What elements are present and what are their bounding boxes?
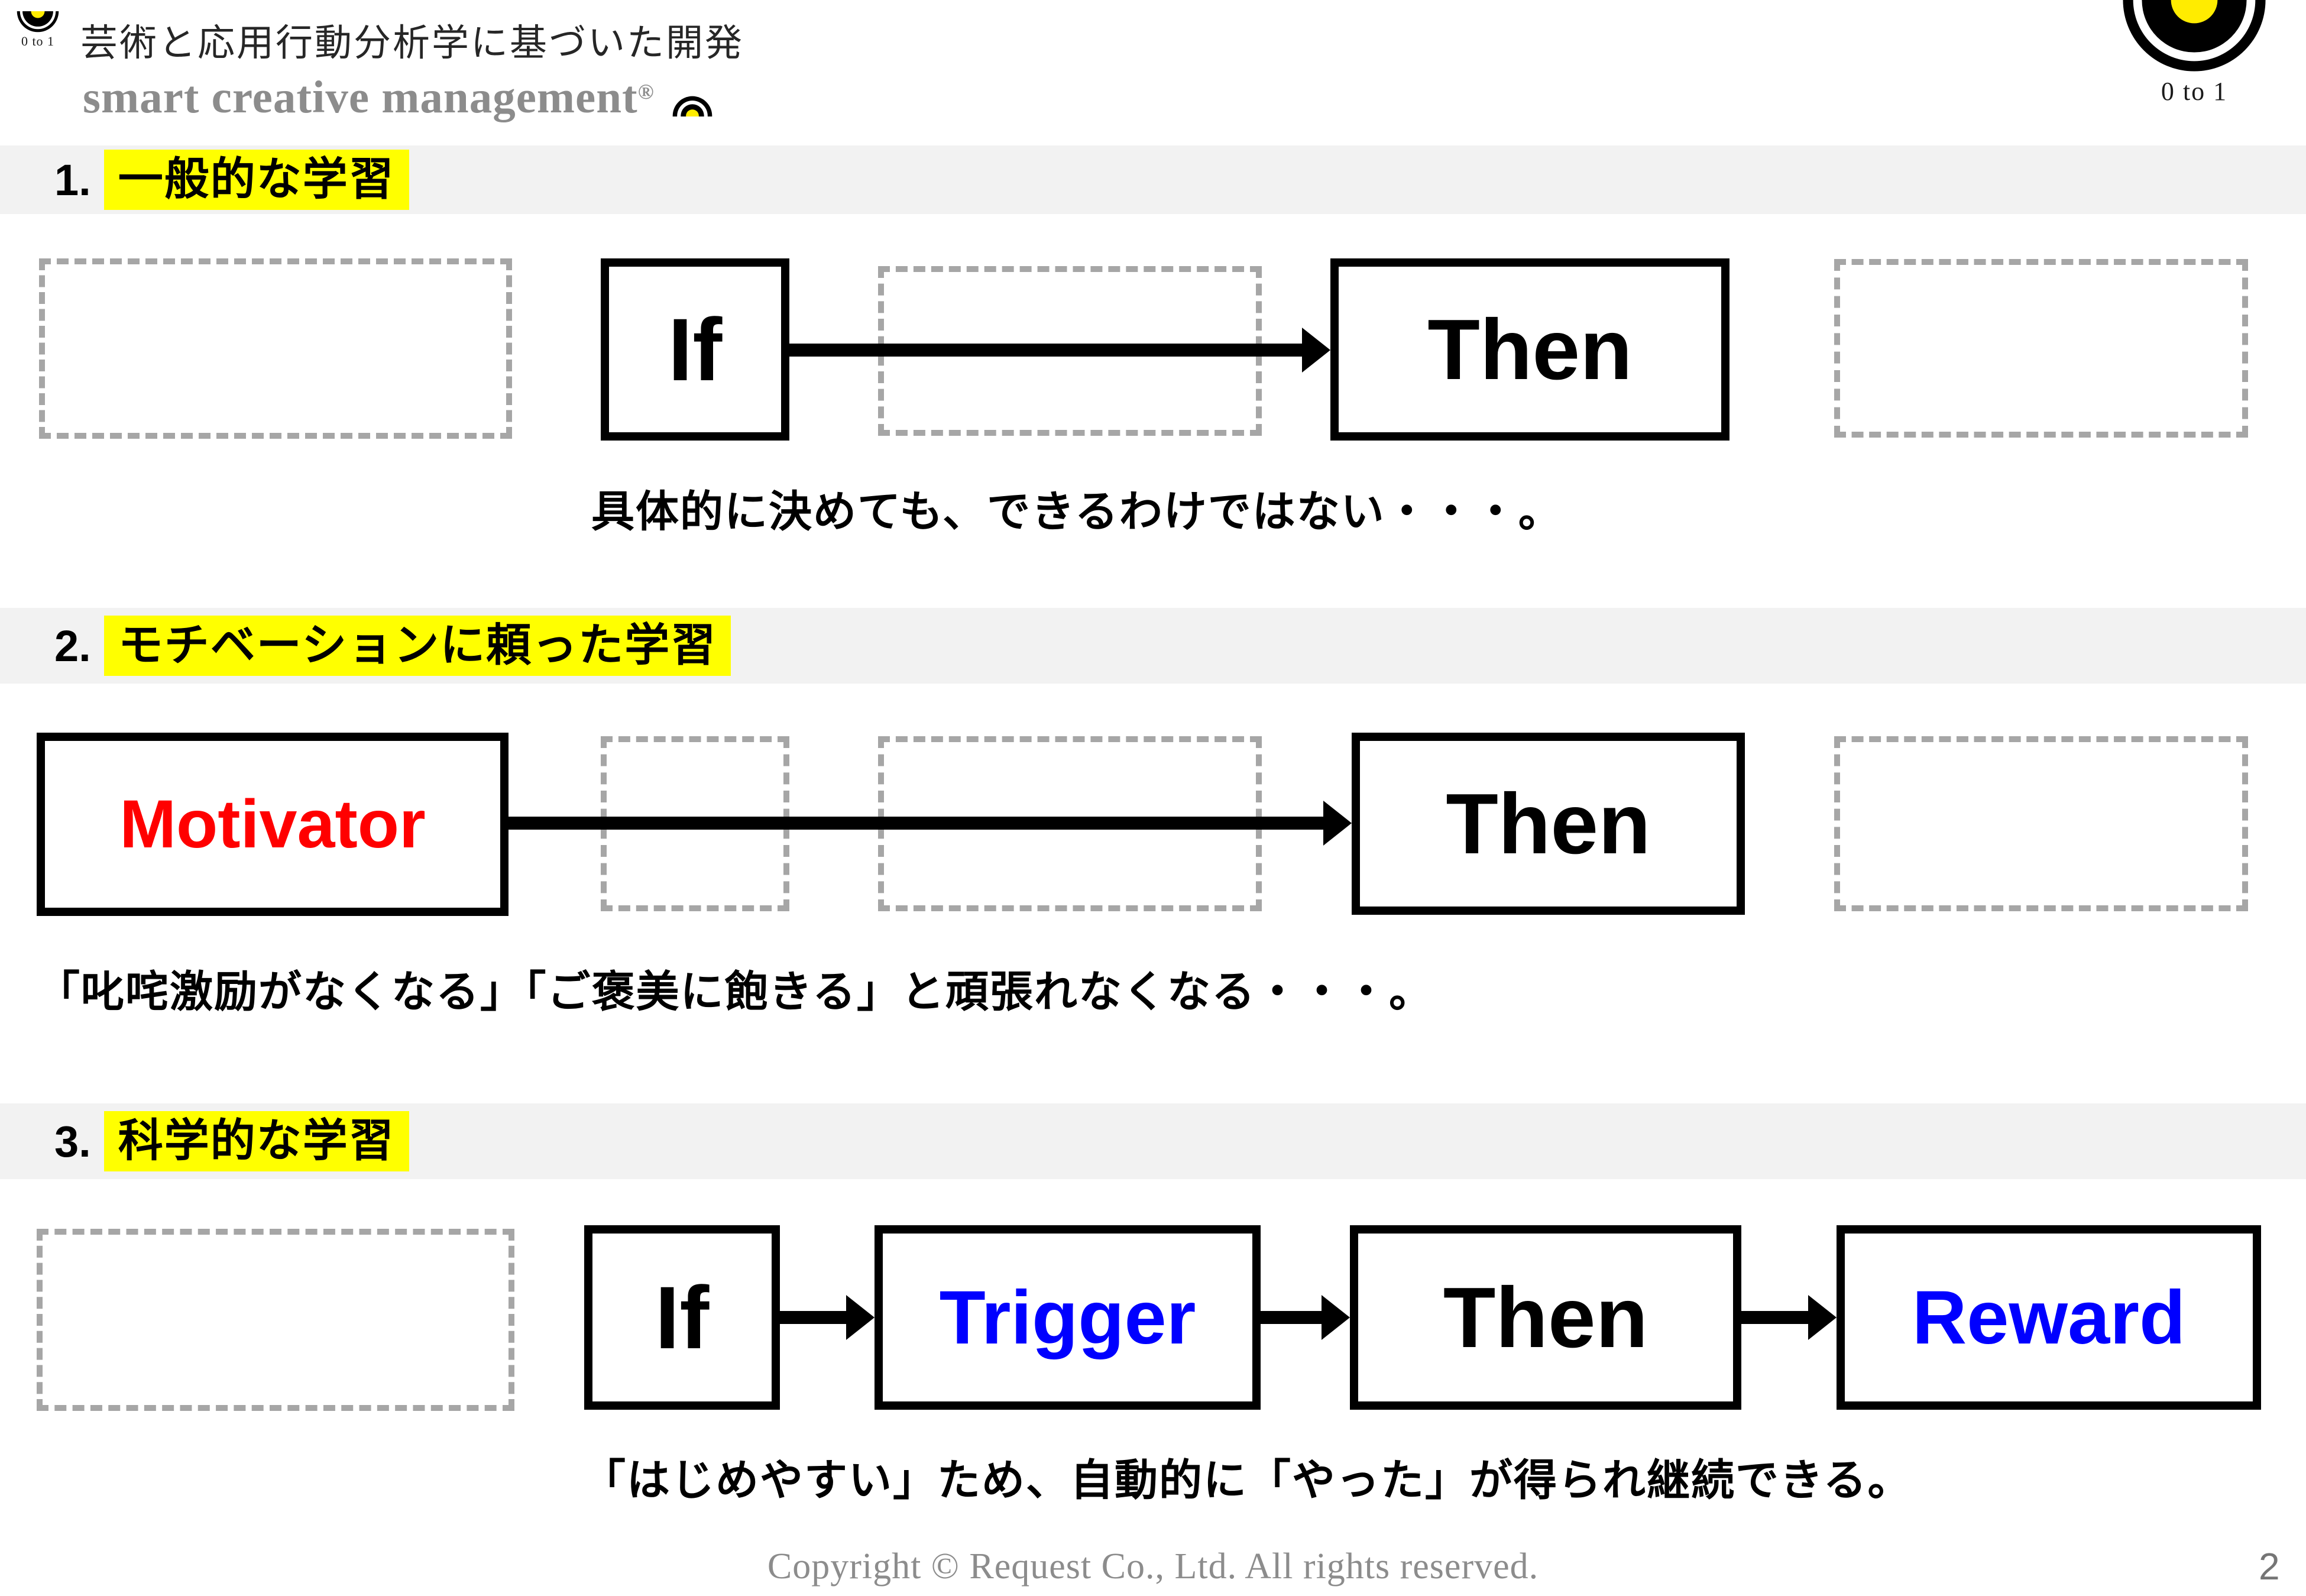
page-number: 2: [2259, 1545, 2280, 1588]
then-box-row1: Then: [1330, 258, 1730, 441]
header-tagline: 芸術と応用行動分析学に基づいた開発: [80, 22, 744, 64]
section-1-caption: 具体的に決めても、できるわけではない・・・。: [591, 488, 1563, 536]
then-box-row3: Then: [1350, 1225, 1741, 1410]
logo-0to1-left: 0 to 1: [17, 11, 59, 49]
bullseye-logo-icon-large: [2123, 0, 2266, 72]
then-label-row2: Then: [1446, 775, 1651, 872]
motivator-box: Motivator: [37, 733, 509, 916]
section-3-caption: 「はじめやすい」ため、自動的に「やった」が得られ継続できる。: [582, 1456, 1912, 1504]
section-3-number: 3.: [54, 1116, 91, 1166]
arrow-motivator-to-then: [509, 817, 1323, 830]
arrow-trigger-to-then: [1261, 1311, 1322, 1324]
section-3-title: 科学的な学習: [103, 1111, 409, 1172]
brand-text: smart creative management: [83, 72, 638, 122]
arrow-then-to-reward: [1741, 1311, 1808, 1324]
reward-label: Reward: [1912, 1275, 2186, 1360]
if-box-row1: If: [601, 258, 789, 441]
section-2-title: モチベーションに頼った学習: [103, 615, 731, 676]
logo-right-caption: 0 to 1: [2161, 77, 2228, 106]
placeholder-box-1a: [39, 258, 512, 439]
section-3-header-band: 3. 科学的な学習: [0, 1103, 2306, 1179]
placeholder-box-1c: [1834, 259, 2248, 438]
placeholder-box-3a: [37, 1229, 514, 1411]
if-box-row3: If: [584, 1225, 780, 1410]
then-box-row2: Then: [1352, 733, 1745, 915]
trigger-label: Trigger: [939, 1275, 1196, 1360]
section-1-header-band: 1. 一般的な学習: [0, 145, 2306, 214]
if-label-row3: If: [655, 1267, 710, 1367]
trigger-box: Trigger: [875, 1225, 1261, 1410]
placeholder-box-2c: [1834, 736, 2248, 911]
if-label-row1: If: [668, 299, 723, 399]
bullseye-logo-icon: [17, 11, 59, 33]
copyright-text: Copyright © Request Co., Ltd. All rights…: [767, 1546, 1539, 1587]
brand-wordmark: smart creative management®: [83, 71, 655, 124]
registered-trademark-symbol: ®: [637, 79, 655, 103]
rainbow-arc-icon: [672, 96, 712, 116]
section-2-number: 2.: [54, 621, 91, 671]
section-1-title: 一般的な学習: [103, 149, 409, 211]
then-label-row1: Then: [1427, 301, 1633, 397]
arrow-if-to-then-row1: [789, 344, 1302, 357]
reward-box: Reward: [1837, 1225, 2261, 1410]
arrow-if-to-trigger: [780, 1311, 846, 1324]
motivator-label: Motivator: [119, 786, 426, 862]
section-2-header-band: 2. モチベーションに頼った学習: [0, 608, 2306, 684]
section-1-number: 1.: [54, 155, 91, 205]
rainbow-arc-logo: [672, 95, 712, 116]
logo-left-caption: 0 to 1: [21, 34, 55, 48]
logo-0to1-right: 0 to 1: [2122, 0, 2267, 106]
section-2-caption: 「叱咤激励がなくなる」「ご褒美に飽きる」と頑張れなくなる・・・。: [37, 968, 1434, 1016]
then-label-row3: Then: [1443, 1269, 1648, 1365]
